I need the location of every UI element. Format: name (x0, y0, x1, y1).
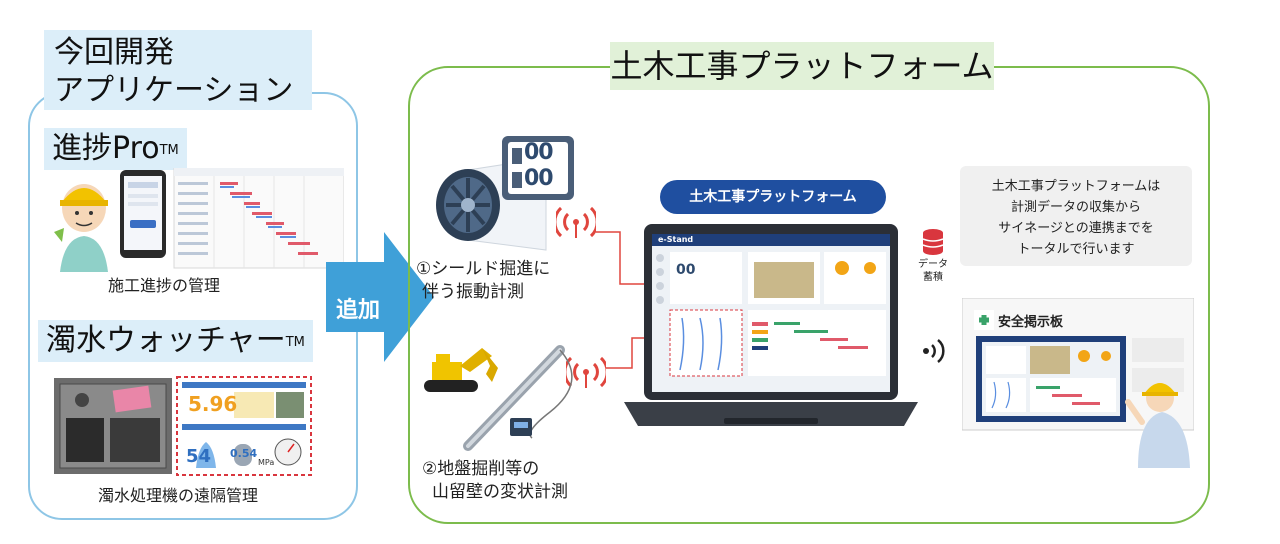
vibration-display-device (502, 136, 574, 200)
app1-trademark: TM (159, 143, 179, 158)
platform-info-box: 土木工事プラットフォームは 計測データの収集から サイネージとの連携までを トー… (960, 166, 1192, 266)
platform-pill: 土木工事プラットフォーム (660, 180, 886, 214)
info-line4: トータルで行います (1017, 242, 1135, 257)
app2-trademark: TM (285, 335, 305, 350)
app1-caption: 施工進捗の管理 (108, 276, 221, 295)
data-storage-line1: データ (918, 259, 948, 270)
app1-illustration (54, 168, 344, 272)
inclinometer-icon (463, 345, 573, 451)
monitoring-dashboard-image (176, 376, 312, 476)
wireless-signal-icon-1 (556, 206, 596, 238)
level-reading: 54 (186, 446, 212, 467)
step1-line1: ①シールド掘進に (416, 259, 551, 279)
app2-name: 濁水ウォッチャー (46, 323, 286, 358)
step1-caption: ①シールド掘進に 伴う振動計測 (416, 258, 550, 304)
wireless-signal-icon-2 (566, 356, 606, 388)
step2-line1: ②地盤掘削等の (422, 459, 540, 479)
signage-title: 安全掲示板 (998, 315, 1064, 330)
app1-name: 進捗Pro (52, 131, 160, 166)
vibration-value-b: 00 (524, 166, 554, 191)
app2-name-label: 濁水ウォッチャーTM (38, 320, 313, 362)
app2-caption: 濁水処理機の遠隔管理 (98, 486, 259, 505)
developed-apps-title: 今回開発 アプリケーション (44, 30, 312, 110)
broadcast-icon (923, 339, 945, 363)
app1-name-label: 進捗ProTM (44, 128, 187, 170)
step2-line2: 山留壁の変状計測 (432, 482, 568, 502)
turbidity-reading: 5.96 (188, 392, 238, 416)
excavation-measurement-image (424, 345, 573, 451)
laptop-illustration (624, 224, 918, 426)
data-storage-line2: 蓄積 (923, 272, 943, 283)
tablet-icon (120, 170, 166, 258)
platform-title: 土木工事プラットフォーム (610, 42, 994, 90)
developed-apps-title-line1: 今回開発 (54, 35, 174, 70)
info-line3: サイネージとの連携までを (998, 221, 1154, 236)
info-line1: 土木工事プラットフォームは (991, 179, 1161, 194)
add-label: 追加 (336, 298, 381, 323)
developed-apps-title-line2: アプリケーション (54, 73, 294, 108)
database-icon (922, 229, 944, 255)
step1-line2: 伴う振動計測 (422, 282, 524, 302)
pressure-reading: 0.54 (230, 447, 258, 460)
safety-signage-board (962, 298, 1194, 468)
vibration-value-a: 00 (524, 140, 554, 165)
pressure-unit: MPa (258, 458, 275, 467)
info-line2: 計測データの収集から (1010, 200, 1141, 215)
treatment-machine-photo (54, 378, 172, 474)
pointing-worker-icon (1125, 383, 1190, 468)
gantt-chart-image (173, 168, 344, 269)
excavator-icon (424, 348, 498, 392)
worker-icon (54, 184, 108, 272)
step2-caption: ②地盤掘削等の 山留壁の変状計測 (422, 458, 568, 504)
laptop-brand-label: e-Stand (658, 235, 694, 244)
laptop-reading: 00 (676, 262, 696, 278)
add-arrow (326, 232, 434, 362)
data-storage-label: データ 蓄積 (916, 258, 950, 284)
